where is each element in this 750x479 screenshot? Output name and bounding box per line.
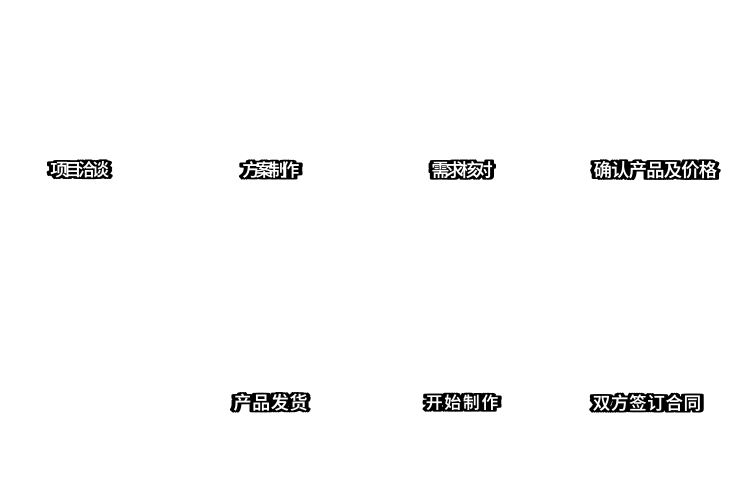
label-glyphs (242, 160, 299, 178)
label-glyphs (594, 160, 717, 179)
label-glyphs (432, 161, 493, 179)
label-glyphs (233, 393, 307, 411)
label-glyphs (593, 394, 700, 412)
label-glyphs (50, 161, 109, 178)
label-glyphs (426, 394, 498, 411)
